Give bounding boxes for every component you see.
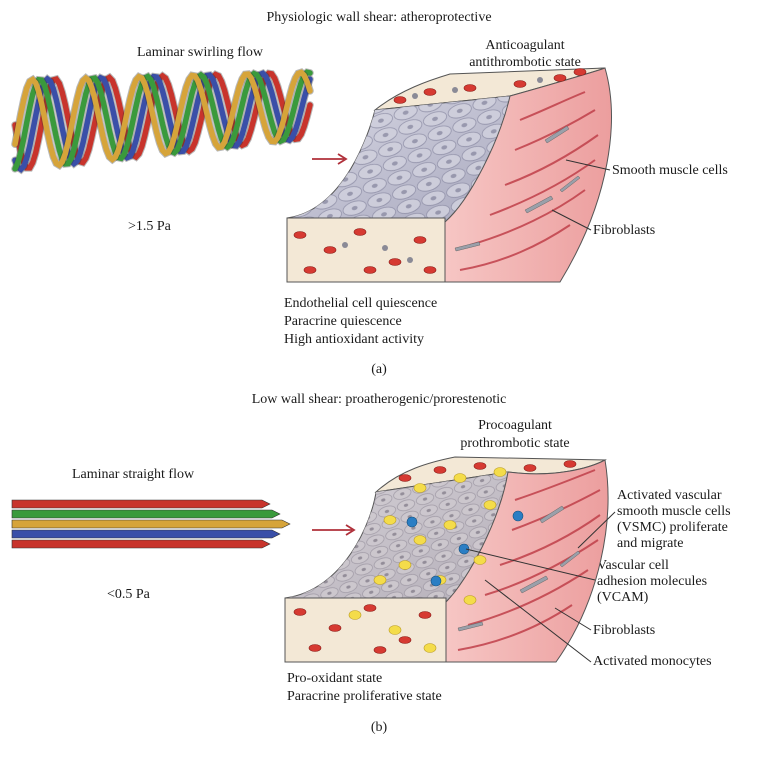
- leader-fibroblasts-a: [551, 209, 592, 231]
- red-blood-cell: [363, 604, 377, 612]
- red-blood-cell: [293, 608, 307, 616]
- red-blood-cell: [353, 228, 367, 236]
- red-blood-cell: [373, 646, 387, 654]
- label-fibroblasts-a: Fibroblasts: [593, 223, 656, 238]
- red-blood-cell: [463, 84, 477, 92]
- panel-a-effect-2: Paracrine quiescence: [284, 314, 402, 329]
- swirling-flow-icon: [11, 68, 314, 175]
- panel-a-shear-value: >1.5 Pa: [128, 219, 171, 234]
- flow-tube: [11, 519, 291, 529]
- red-blood-cell: [413, 236, 427, 244]
- panel-a-state-line1: Anticoagulant: [485, 38, 565, 53]
- platelet: [407, 257, 413, 263]
- red-blood-cell: [523, 464, 537, 472]
- red-blood-cell: [433, 466, 447, 474]
- vessel-block-b: [284, 456, 609, 663]
- flow-tube: [11, 499, 271, 509]
- panel-a-state-line2: antithrombotic state: [469, 55, 581, 70]
- red-blood-cell: [393, 96, 407, 104]
- panel-b-effect-1: Pro-oxidant state: [287, 671, 383, 686]
- label-fibroblasts-b: Fibroblasts: [593, 623, 656, 638]
- leader-monocytes: [484, 579, 592, 663]
- panel-a-title: Physiologic wall shear: atheroprotective: [266, 10, 492, 25]
- red-blood-cell: [363, 266, 377, 274]
- platelet: [412, 93, 418, 99]
- platelet: [342, 242, 348, 248]
- flow-arrow-a-icon: [312, 153, 348, 165]
- monocyte: [413, 535, 427, 545]
- vcam-molecule: [430, 575, 442, 587]
- leader-fibroblasts-b: [554, 607, 592, 631]
- monocyte: [463, 595, 477, 605]
- red-blood-cell: [573, 68, 587, 76]
- label-vsmc-2: smooth muscle cells: [617, 504, 731, 519]
- red-blood-cell: [423, 88, 437, 96]
- label-vcam-3: (VCAM): [597, 590, 649, 605]
- monocyte: [398, 560, 412, 570]
- red-blood-cell: [398, 474, 412, 482]
- monocyte: [348, 610, 362, 620]
- panel-b-effect-2: Paracrine proliferative state: [287, 689, 442, 704]
- label-vcam-1: Vascular cell: [597, 558, 669, 573]
- monocyte: [388, 625, 402, 635]
- panel-a-flow-label: Laminar swirling flow: [137, 45, 263, 60]
- red-blood-cell: [323, 246, 337, 254]
- platelet: [382, 245, 388, 251]
- panel-b-title: Low wall shear: proatherogenic/proresten…: [251, 392, 507, 407]
- label-vcam-2: adhesion molecules: [597, 574, 708, 589]
- red-blood-cell: [473, 462, 487, 470]
- red-blood-cell: [388, 258, 402, 266]
- swirl-ribbon: [12, 70, 313, 174]
- monocyte: [423, 643, 437, 653]
- panel-b-state-line1: Procoagulant: [478, 418, 552, 433]
- leader-smooth-muscle: [565, 159, 611, 171]
- red-blood-cell: [328, 624, 342, 632]
- red-blood-cell: [308, 644, 322, 652]
- monocyte: [373, 575, 387, 585]
- leader-vsmc: [577, 511, 616, 549]
- red-blood-cell: [293, 231, 307, 239]
- red-blood-cell: [563, 460, 577, 468]
- platelet: [452, 87, 458, 93]
- red-blood-cell: [423, 266, 437, 274]
- flow-tube: [11, 529, 281, 539]
- label-vsmc-3: (VSMC) proliferate: [617, 520, 728, 535]
- panel-a-caption: (a): [371, 362, 387, 377]
- monocyte: [453, 473, 467, 483]
- panel-b-caption: (b): [370, 720, 388, 735]
- flow-tube: [11, 539, 271, 549]
- red-blood-cell: [513, 80, 527, 88]
- vessel-block-a: [286, 67, 612, 283]
- red-blood-cell: [398, 636, 412, 644]
- panel-b-shear-value: <0.5 Pa: [107, 587, 150, 602]
- label-vsmc-4: and migrate: [617, 536, 684, 551]
- vcam-molecule: [458, 543, 470, 555]
- label-smooth-muscle-cells: Smooth muscle cells: [612, 163, 728, 178]
- panel-b-state-line2: prothrombotic state: [460, 436, 570, 451]
- red-blood-cell: [303, 266, 317, 274]
- vcam-molecule: [512, 510, 524, 522]
- monocyte: [413, 483, 427, 493]
- flow-tube: [11, 509, 281, 519]
- leader-vcam: [465, 548, 596, 581]
- monocyte: [473, 555, 487, 565]
- red-blood-cell: [418, 611, 432, 619]
- panel-b-flow-label: Laminar straight flow: [72, 467, 195, 482]
- vcam-molecule: [406, 516, 418, 528]
- red-blood-cell: [553, 74, 567, 82]
- straight-flow-icon: [11, 499, 291, 549]
- panel-a-effect-1: Endothelial cell quiescence: [284, 296, 438, 311]
- monocyte: [443, 520, 457, 530]
- platelet: [537, 77, 543, 83]
- monocyte: [493, 467, 507, 477]
- panel-a-effect-3: High antioxidant activity: [284, 332, 424, 347]
- swirl-ribbon: [12, 69, 313, 169]
- monocyte: [483, 500, 497, 510]
- label-vsmc-1: Activated vascular: [617, 488, 722, 503]
- flow-arrow-b-icon: [312, 524, 356, 536]
- monocyte: [383, 515, 397, 525]
- label-activated-monocytes: Activated monocytes: [593, 654, 712, 669]
